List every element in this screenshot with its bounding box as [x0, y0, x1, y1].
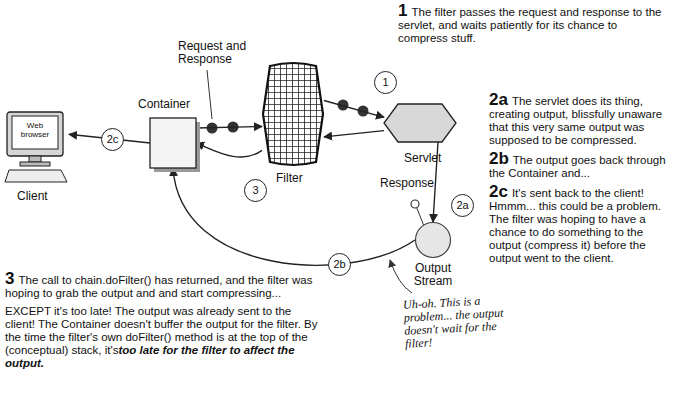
screen-text: Web browser [12, 121, 58, 139]
container-box: Container [150, 118, 196, 168]
step-number: 3 [5, 269, 14, 288]
step-text: The call to chain.doFilter() has returne… [5, 274, 313, 299]
output-stream-circle: Output Stream [415, 222, 451, 258]
step-text: The filter passes the request and respon… [398, 6, 661, 44]
node-outline [150, 118, 196, 168]
servlet-hexagon: Servlet [384, 104, 456, 142]
filter-shape: Filter [262, 62, 324, 166]
flow-label: Request and Response [178, 40, 258, 66]
explanation-paragraph: 2aThe servlet does its thing, creating o… [489, 93, 669, 147]
flow-arrow [173, 168, 415, 265]
explanation-paragraph: 2cIt's sent back to the client! Hmmm... … [489, 185, 669, 265]
callout-number: 2b [328, 253, 351, 276]
explanation-paragraph: EXCEPT it's too late! The output was alr… [5, 305, 320, 370]
explanation-paragraph: 2bThe output goes back through the Conta… [489, 152, 669, 180]
step-number: 2a [489, 90, 508, 109]
node-outline [384, 104, 456, 142]
handwritten-note: Uh-oh. This is a problem... the output d… [403, 293, 512, 350]
node-label: Output Stream [406, 262, 460, 288]
leader-line [207, 70, 212, 119]
step-text: It's sent back to the client! Hmmm... th… [489, 187, 661, 264]
step-number: 1 [398, 1, 407, 20]
step-number: 2c [489, 182, 508, 201]
step-text: The servlet does its thing, creating out… [489, 95, 662, 146]
explanation-paragraph: 1The filter passes the request and respo… [398, 4, 666, 45]
callout-number: 3 [244, 179, 267, 202]
response-label: Response [380, 177, 440, 190]
callout-number: 1 [374, 71, 397, 94]
note-arrow [390, 260, 412, 293]
response-dot [411, 200, 419, 208]
node-label: Container [138, 98, 208, 111]
callout-number: 2a [451, 194, 474, 217]
node-outline [262, 62, 324, 166]
node-label: Servlet [404, 152, 454, 165]
flow-arrow [196, 126, 262, 128]
node-outline [415, 222, 451, 258]
node-label: Client [17, 190, 67, 203]
step-text: The output goes back through the Contain… [489, 154, 666, 179]
explanation-paragraph: 3The call to chain.doFilter() has return… [5, 272, 320, 300]
step-number: 2b [489, 149, 509, 168]
flow-arrow [196, 143, 262, 157]
flow-arrow [324, 131, 384, 137]
node-label: Filter [276, 172, 326, 185]
client-computer: Web browserClient [5, 112, 69, 184]
leader-line [416, 206, 424, 226]
callout-number: 2c [101, 128, 124, 151]
flow-arrow [324, 100, 384, 117]
